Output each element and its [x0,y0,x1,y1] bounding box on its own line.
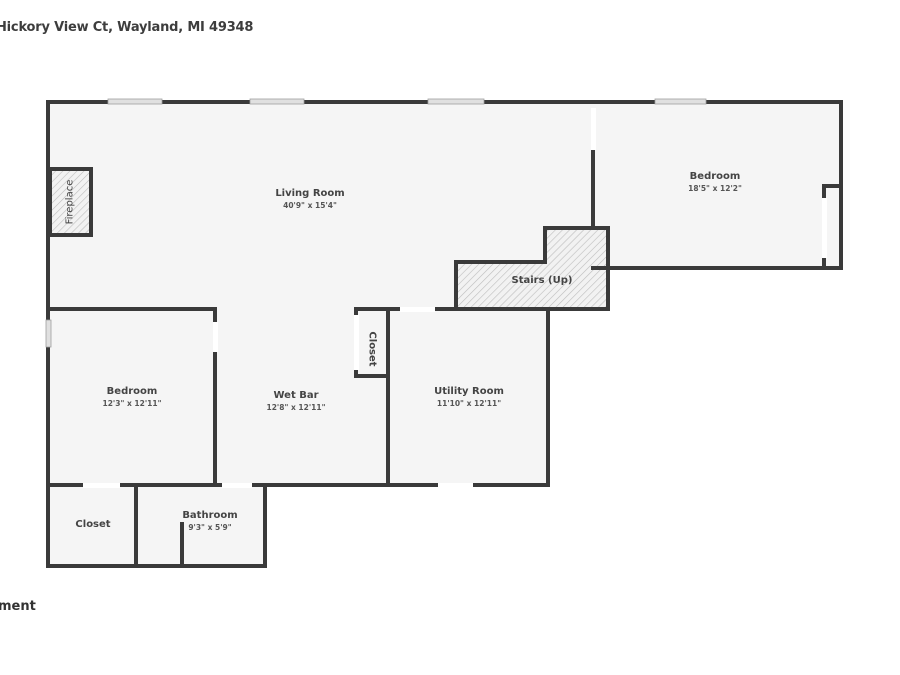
room-name: Bedroom [689,171,741,183]
room-dimensions: 12'3" x 12'11" [102,398,162,408]
room-closet-bottom: Closet [75,519,110,532]
room-name: Bedroom [106,386,158,398]
room-dimensions: 9'3" x 5'9" [188,522,232,532]
room-fireplace: Fireplace [64,179,76,225]
room-name: Living Room [275,188,345,200]
room-dimensions: 40'9" x 15'4" [283,200,337,210]
room-dimensions: 12'8" x 12'11" [266,402,326,412]
room-wet-bar: Wet Bar 12'8" x 12'11" [267,390,326,412]
room-living-room: Living Room 40'9" x 15'4" [275,188,344,210]
room-name: Bathroom [182,510,238,522]
room-name: Closet [75,518,111,530]
room-stairs: Stairs (Up) [512,275,573,288]
property-address: Hickory View Ct, Wayland, MI 49348 [0,20,254,35]
room-dimensions: 11'10" x 12'11" [436,398,502,408]
room-name: Stairs (Up) [511,274,573,286]
floor-fills [48,102,841,566]
floor-label: ment [0,599,36,614]
room-bedroom-right: Bedroom 18'5" x 12'2" [688,171,742,193]
doors [83,108,827,488]
room-name: Wet Bar [273,390,319,402]
room-closet-small: Closet [366,331,378,367]
windows [45,98,707,348]
room-bathroom: Bathroom 9'3" x 5'9" [182,510,237,532]
room-bedroom-left: Bedroom 12'3" x 12'11" [103,386,162,408]
room-name: Utility Room [434,386,504,398]
fireplace-area [50,169,91,235]
walls [46,100,843,568]
stairs-area [456,228,608,309]
room-utility-room: Utility Room 11'10" x 12'11" [434,386,504,408]
room-dimensions: 18'5" x 12'2" [688,183,742,193]
